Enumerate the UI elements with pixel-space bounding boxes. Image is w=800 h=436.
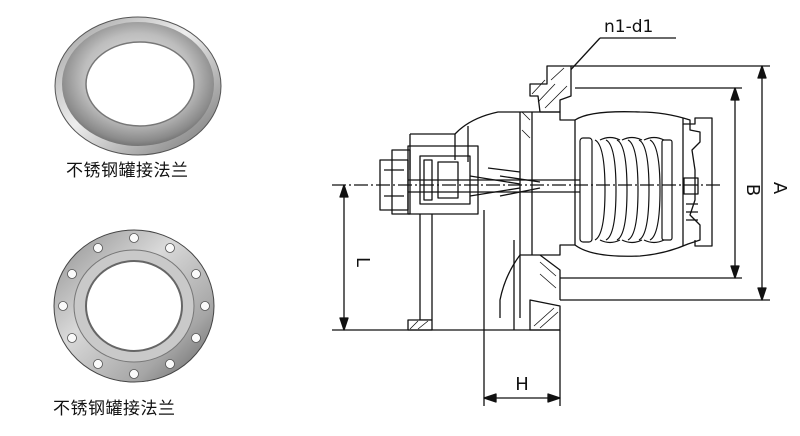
spring-housing: [574, 111, 713, 257]
callout-label: n1-d1: [604, 17, 653, 37]
dimension-H-label: H: [515, 374, 529, 395]
dimension-B: [560, 87, 742, 279]
dimension-L-label: L: [352, 257, 373, 267]
photo-caption-bottom: 不锈钢罐接法兰: [53, 399, 176, 419]
ring-flange-image: [54, 16, 222, 156]
coil-spring: [579, 136, 673, 244]
dimension-L: [339, 184, 349, 331]
dimension-A-label: A: [769, 182, 790, 195]
valve-body-outline: [409, 111, 576, 318]
bolted-flange-image: [53, 229, 215, 383]
valve-stem: [379, 145, 580, 215]
dimension-A: [560, 65, 770, 301]
callout-leader: [564, 37, 676, 77]
upper-flange-section: [529, 65, 572, 113]
outlet-pipe: [407, 111, 561, 331]
dimension-B-label: B: [742, 184, 763, 196]
photo-caption-top: 不锈钢罐接法兰: [66, 161, 189, 181]
dimension-H: [483, 330, 561, 406]
